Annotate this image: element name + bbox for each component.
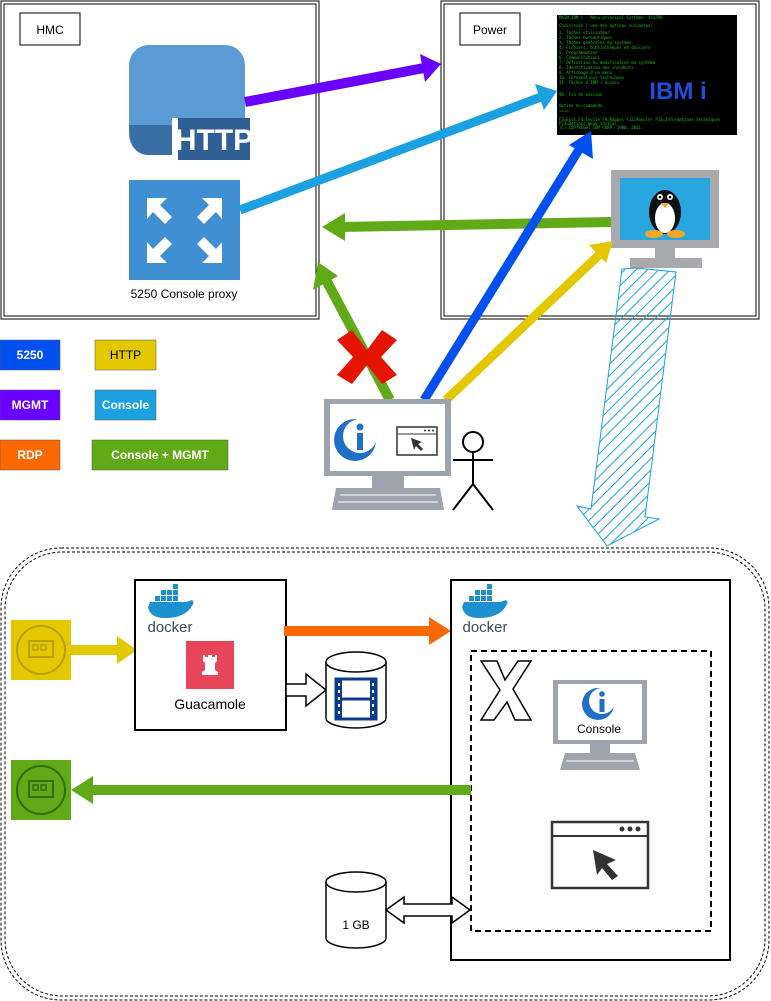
- 5250-arrow: [420, 131, 593, 403]
- legend-label: 5250: [17, 348, 44, 362]
- network-card-icon: [11, 760, 71, 820]
- mgmt-arrow: [244, 54, 441, 107]
- terminal-line: 7. Définition ou modification du système: [559, 60, 656, 65]
- storage-arrow: [285, 672, 328, 708]
- hmc-label: HMC: [36, 23, 64, 37]
- guacamole-label: Guacamole: [174, 696, 246, 712]
- legend-item: MGMT: [0, 389, 61, 421]
- console-label: Console: [577, 722, 621, 736]
- terminal-line: 5. Programmation: [559, 50, 598, 55]
- terminal-line: 6. Communications: [559, 55, 601, 60]
- terminal-line: 9. Affichage d'un menu: [559, 70, 613, 75]
- film-storage-icon: [325, 651, 387, 729]
- legend-item: HTTP: [94, 339, 157, 371]
- legend-swatch: [0, 439, 61, 471]
- http-arrow-guacamole: [71, 636, 137, 664]
- docker-whale-icon: [148, 584, 194, 618]
- http-arrow: [442, 241, 613, 404]
- terminal-line: 8. Identification des incidents: [559, 65, 634, 70]
- guacamole-rook-icon: [186, 641, 234, 689]
- legend-item: Console + MGMT: [91, 439, 229, 471]
- legend-item: Console: [94, 389, 157, 421]
- console-mgmt-arrow-nic: [71, 776, 471, 804]
- legend-swatch: [0, 339, 61, 371]
- red-x-icon: [337, 330, 397, 384]
- terminal-line: MAIN IBM i - Menu principal Système: XLS…: [559, 15, 663, 20]
- legend-item: 5250: [0, 339, 61, 371]
- terminal-line: F3=Exit F4=Invite F9=Rappel F12=Annuler …: [559, 117, 721, 122]
- x11-logo-icon: [479, 660, 533, 721]
- terminal-line: ===>: [559, 108, 569, 113]
- ibmi-client-icon: [324, 399, 451, 510]
- terminal-line: 2. Tâches bureautiques: [559, 35, 613, 40]
- terminal-line: F23=Définir menu initial: [559, 121, 617, 126]
- console-arrow: [238, 84, 557, 215]
- terminal-line: 4. Fichiers, bibliothèques et dossiers: [559, 45, 651, 50]
- terminal-line: Option ou commande: [559, 103, 603, 108]
- legend-swatch: [91, 439, 229, 471]
- docker-brand-left: docker: [147, 619, 192, 636]
- legend-label: Console + MGMT: [111, 448, 209, 462]
- browser-window-icon: [550, 820, 650, 890]
- hatched-arrow: [575, 267, 677, 547]
- terminal-line: 11. Tâches d'IBM i Access: [559, 80, 620, 85]
- proxy-expand-icon: [129, 180, 240, 280]
- terminal-line: 10. Informations techniques: [559, 75, 625, 80]
- legend-label: Console: [102, 398, 150, 412]
- terminal-line: (C) COPYRIGHT IBM CORP. 1980, 2021.: [559, 125, 643, 130]
- ibmi-brand: IBM i: [649, 78, 706, 105]
- terminal-line: 3. Tâches générales du système: [559, 40, 632, 45]
- legend-swatch: [94, 389, 157, 421]
- rdp-arrow: [284, 617, 451, 645]
- legend-swatch: [0, 389, 61, 421]
- stick-figure-user-icon: [452, 431, 494, 511]
- terminal-line: Choisissez l'une des options suivantes:: [559, 23, 653, 28]
- storage-label: 1 GB: [342, 918, 369, 932]
- power-label: Power: [473, 23, 507, 37]
- ibmi-client-icon: [553, 680, 647, 770]
- legend-label: RDP: [17, 448, 42, 462]
- legend-label: HTTP: [110, 348, 141, 362]
- ibmi-terminal-screen: MAIN IBM i - Menu principal Système: XLS…: [557, 15, 737, 135]
- storage-double-arrow: [384, 895, 472, 925]
- legend-label: MGMT: [12, 398, 49, 412]
- docker-region: [0, 547, 770, 1001]
- http-icon-label: HTTP: [175, 124, 253, 157]
- legend-swatch: [94, 339, 157, 371]
- legend-item: RDP: [0, 439, 61, 471]
- terminal-line: 90. Fin de session: [559, 92, 603, 97]
- network-card-icon: [11, 620, 71, 680]
- console-mgmt-arrow-linux: [322, 213, 612, 241]
- docker-brand-right: docker: [462, 619, 507, 636]
- proxy-label: 5250 Console proxy: [131, 287, 238, 301]
- storage-cylinder: [325, 871, 387, 949]
- terminal-line: 1. Tâches utilisateur: [559, 30, 610, 35]
- tux-linux-icon: [611, 170, 719, 268]
- docker-whale-icon: [462, 584, 508, 618]
- http-server-icon: HTTP: [129, 45, 253, 160]
